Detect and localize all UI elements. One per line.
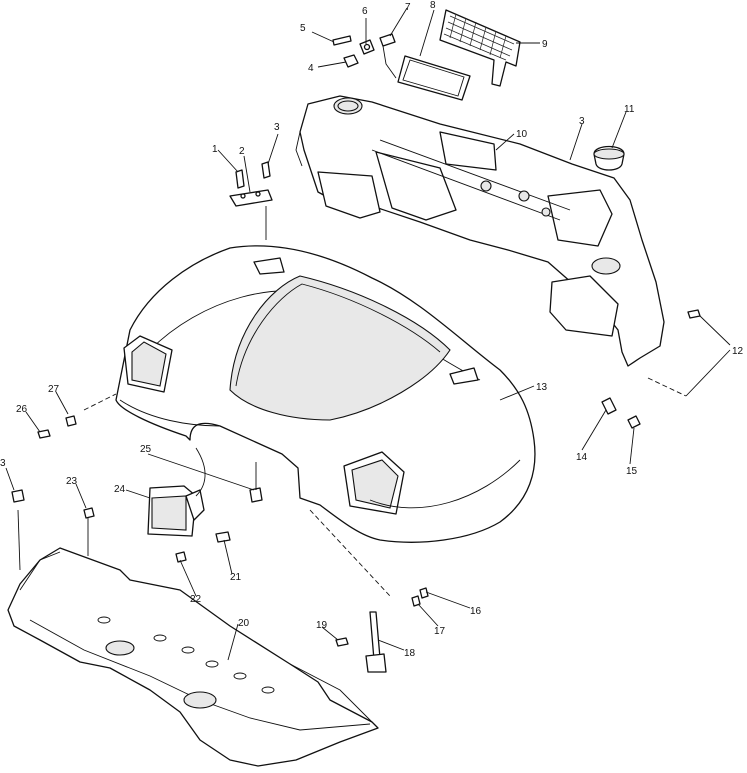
light-housing-part <box>147 485 205 537</box>
callout-6: 6 <box>362 6 368 17</box>
callout-3-right: 3 <box>579 116 585 127</box>
gasket-part <box>397 55 471 101</box>
grille-part <box>439 9 521 87</box>
callout-22: 22 <box>190 594 202 605</box>
callout-16: 16 <box>470 606 482 617</box>
callout-21: 21 <box>230 572 242 583</box>
callout-15: 15 <box>626 466 638 477</box>
callout-19: 19 <box>316 620 328 631</box>
callout-13: 13 <box>536 382 548 393</box>
callout-11: 11 <box>624 104 635 115</box>
leader-lines <box>5 7 731 661</box>
cap-part <box>593 145 625 171</box>
callout-20: 20 <box>238 618 250 629</box>
callout-25: 25 <box>140 444 152 455</box>
latch-hardware <box>229 161 273 240</box>
callout-3-top: 3 <box>274 122 280 133</box>
skid-plate-part <box>7 547 379 767</box>
hardware-cluster-top <box>332 33 397 79</box>
callout-23: 23 <box>66 476 78 487</box>
callout-17: 17 <box>434 626 446 637</box>
callout-9: 9 <box>542 39 548 50</box>
callout-14: 14 <box>576 452 588 463</box>
storage-tray-part <box>295 95 665 367</box>
callout-12: 12 <box>732 346 744 357</box>
callout-8: 8 <box>430 0 436 11</box>
callout-7: 7 <box>405 2 411 13</box>
callout-18: 18 <box>404 648 416 659</box>
callout-4: 4 <box>308 63 314 74</box>
main-hood-part <box>115 245 536 543</box>
callout-5: 5 <box>300 23 306 34</box>
callout-3-left: 3 <box>0 458 6 469</box>
callout-24: 24 <box>114 484 126 495</box>
callout-labels: 1 2 3 3 3 4 5 6 7 8 9 10 11 12 13 14 15 … <box>0 0 744 659</box>
callout-26: 26 <box>16 404 28 415</box>
callout-1: 1 <box>212 144 218 155</box>
callout-10: 10 <box>516 129 528 140</box>
callout-27: 27 <box>48 384 60 395</box>
callout-2: 2 <box>239 146 245 157</box>
